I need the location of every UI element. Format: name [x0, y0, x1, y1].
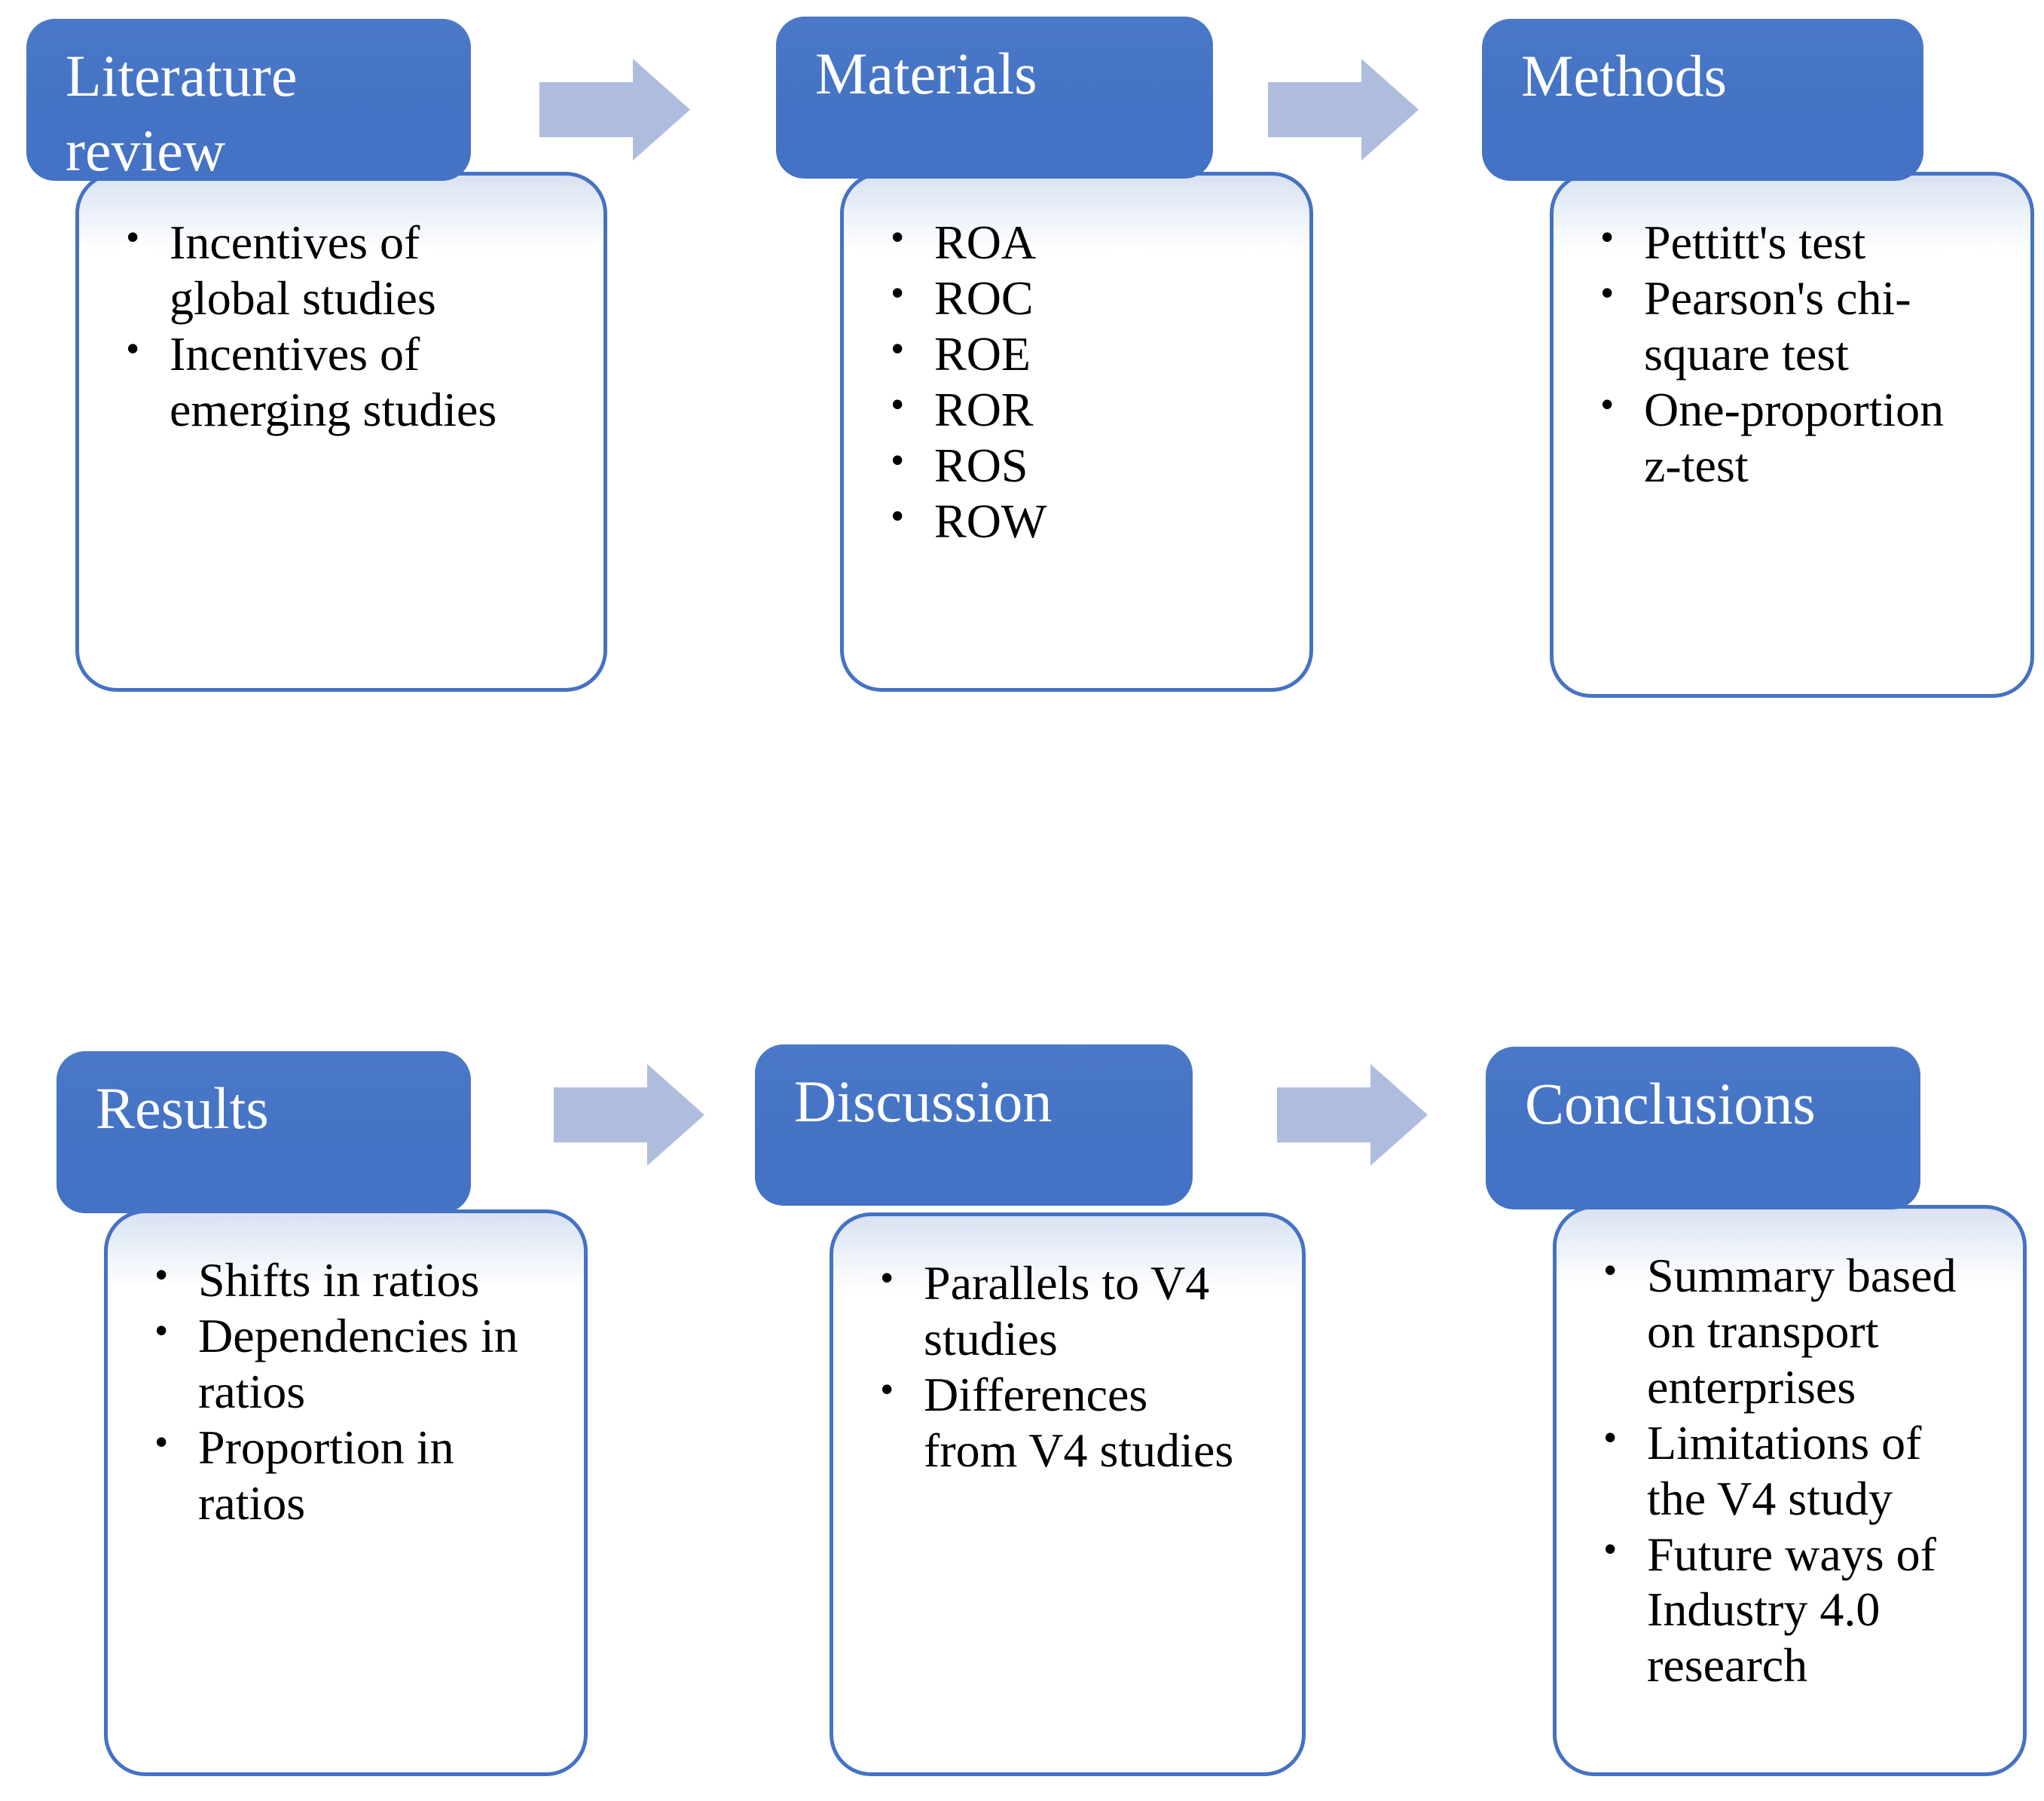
bullet-list: Shifts in ratiosDependencies in ratiosPr… — [108, 1213, 584, 1531]
stage-header-conclusions: Conclusions — [1486, 1047, 1920, 1209]
arrow-shape — [1268, 59, 1419, 161]
bullet-item: Pettitt's test — [1600, 215, 1978, 271]
stage-header-methods: Methods — [1482, 19, 1923, 181]
arrow-shape — [539, 59, 690, 161]
bullet-item: ROS — [891, 438, 1257, 494]
bullet-item: Incentives of emerging studies — [126, 326, 551, 438]
stage-header-literature-review: Literature review — [26, 19, 471, 184]
bullet-list: Incentives of global studiesIncentives o… — [79, 176, 603, 438]
bullet-item: ROW — [891, 494, 1257, 549]
stage-header-materials: Materials — [776, 17, 1213, 179]
bullet-list: Summary based on transport enterprisesLi… — [1557, 1209, 2023, 1693]
bullet-item: Differences from V4 studies — [880, 1367, 1249, 1478]
bullet-item: Incentives of global studies — [126, 215, 551, 326]
stage-title: Materials — [815, 41, 1037, 106]
stage-body-conclusions: Summary based on transport enterprisesLi… — [1553, 1205, 2027, 1776]
stage-title: Methods — [1521, 43, 1727, 109]
bullet-list: Parallels to V4 studiesDifferences from … — [833, 1216, 1302, 1478]
bullet-item: Parallels to V4 studies — [880, 1255, 1249, 1367]
arrow-shape — [1277, 1064, 1428, 1166]
stage-title: Results — [96, 1075, 269, 1141]
stage-body-methods: Pettitt's testPearson's chi-square testO… — [1550, 172, 2034, 698]
flow-arrow-icon — [1277, 1064, 1428, 1166]
flow-arrow-icon — [539, 59, 690, 161]
stage-body-discussion: Parallels to V4 studiesDifferences from … — [830, 1212, 1306, 1776]
bullet-item: ROE — [891, 326, 1257, 382]
flow-arrow-icon — [1268, 59, 1419, 161]
stage-header-discussion: Discussion — [755, 1044, 1193, 1206]
bullet-item: Dependencies in ratios — [154, 1308, 531, 1420]
bullet-item: ROR — [891, 382, 1257, 438]
bullet-list: Pettitt's testPearson's chi-square testO… — [1554, 176, 2030, 494]
bullet-item: Limitations of the V4 study — [1603, 1415, 1970, 1527]
arrow-shape — [554, 1064, 704, 1166]
bullet-item: Proportion in ratios — [154, 1420, 531, 1531]
bullet-item: Shifts in ratios — [154, 1252, 531, 1308]
stage-body-literature-review: Incentives of global studiesIncentives o… — [75, 172, 607, 692]
bullet-item: ROA — [891, 215, 1257, 271]
bullet-item: Summary based on transport enterprises — [1603, 1248, 1970, 1415]
stage-body-results: Shifts in ratiosDependencies in ratiosPr… — [104, 1209, 588, 1776]
bullet-list: ROAROCROERORROSROW — [844, 176, 1309, 549]
flow-arrow-icon — [554, 1064, 704, 1166]
stage-body-materials: ROAROCROERORROSROW — [840, 172, 1313, 692]
bullet-item: ROC — [891, 271, 1257, 326]
stage-title: Literature review — [66, 43, 298, 184]
bullet-item: Pearson's chi-square test — [1600, 271, 1978, 382]
bullet-item: One-proportion z-test — [1600, 382, 1978, 494]
bullet-item: Future ways of Industry 4.0 research — [1603, 1527, 1970, 1694]
stage-title: Conclusions — [1525, 1071, 1816, 1136]
stage-title: Discussion — [794, 1069, 1053, 1134]
stage-header-results: Results — [57, 1051, 471, 1213]
